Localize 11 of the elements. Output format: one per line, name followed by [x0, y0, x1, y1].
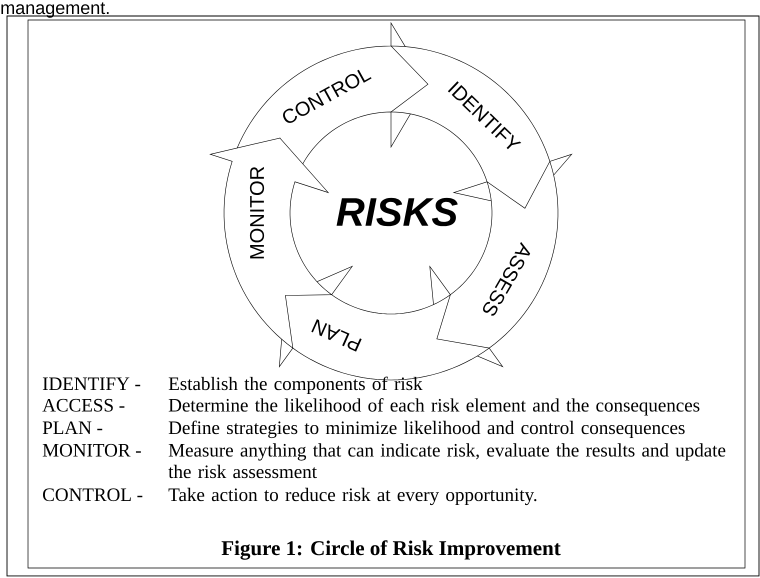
- term: IDENTIFY -: [42, 378, 140, 390]
- page-text: management.: [1, 2, 109, 18]
- term: CONTROL -: [43, 488, 142, 502]
- definition: Define strategies to minimize likelihood and control consequences: [168, 420, 685, 438]
- caption: Figure 1: Circle of Risk Improvement: [222, 540, 561, 560]
- definition: Take action to reduce risk at every opportunity.: [168, 488, 536, 506]
- term: PLAN -: [42, 421, 102, 434]
- definition: Determine the likelihood of each risk element and the consequences: [168, 398, 700, 416]
- term: ACCESS -: [42, 398, 124, 412]
- definition: Measure anything that can indicate risk, evaluate the results and update the risk assessment: [168, 443, 726, 478]
- term: MONITOR -: [42, 444, 141, 457]
